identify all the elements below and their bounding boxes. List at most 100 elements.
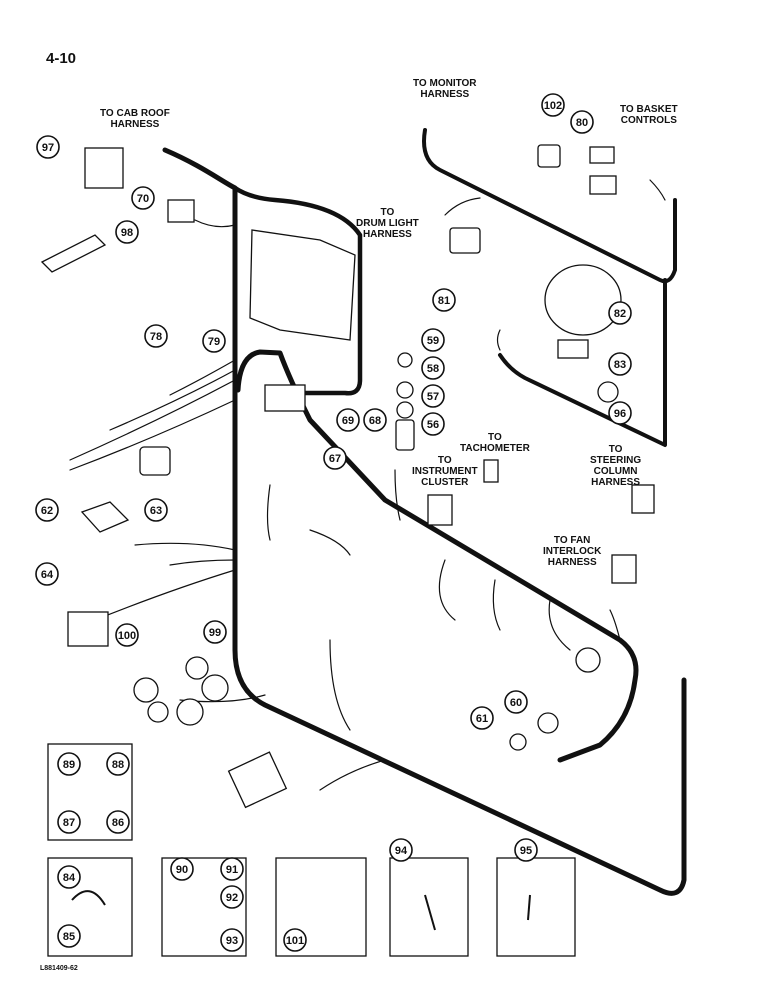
- monitor-harness-branch: [422, 128, 677, 284]
- callout-number: 82: [614, 308, 626, 320]
- callout-circle: [203, 620, 227, 644]
- connector-wire: [492, 579, 501, 631]
- callout-98: 98: [115, 220, 139, 244]
- tachometer-connector: [483, 459, 499, 483]
- resistor-module: [67, 611, 109, 647]
- callout-circle: [35, 498, 59, 522]
- relay-module-box: [249, 229, 356, 341]
- callout-circle: [608, 301, 632, 325]
- callout-93: 93: [220, 928, 244, 952]
- callout-circle: [144, 324, 168, 348]
- callout-circle: [389, 838, 413, 862]
- connector-wire: [134, 542, 236, 551]
- callout-circle: [35, 562, 59, 586]
- callout-number: 96: [614, 408, 626, 420]
- callout-61: 61: [470, 706, 494, 730]
- callout-number: 91: [226, 864, 238, 876]
- callout-57: 57: [421, 384, 445, 408]
- callout-circle: [57, 752, 81, 776]
- callout-62: 62: [35, 498, 59, 522]
- connector-wire: [329, 639, 351, 731]
- ring-100: [133, 677, 159, 703]
- label-tachometer: TO TACHOMETER: [460, 432, 530, 454]
- callout-number: 57: [427, 391, 439, 403]
- connector-socket: [176, 698, 204, 726]
- callout-circle: [608, 401, 632, 425]
- connector-wire: [266, 484, 271, 541]
- connector-wire: [394, 469, 401, 521]
- callout-circle: [36, 135, 60, 159]
- connector-wire: [69, 399, 236, 471]
- callout-number: 100: [118, 630, 136, 642]
- main-harness-trunk: [162, 147, 687, 896]
- callout-circle: [220, 885, 244, 909]
- part-95: [527, 894, 531, 921]
- label-instrument-cluster: TO INSTRUMENT CLUSTER: [412, 455, 478, 488]
- callout-96: 96: [608, 401, 632, 425]
- label-monitor-harness: TO MONITOR HARNESS: [413, 78, 477, 100]
- callout-circle: [202, 329, 226, 353]
- label-drum-light-harness: TO DRUM LIGHT HARNESS: [356, 207, 419, 240]
- callout-number: 90: [176, 864, 188, 876]
- connector-70: [167, 199, 195, 223]
- callout-number: 99: [209, 627, 221, 639]
- callout-number: 85: [63, 931, 75, 943]
- callout-89: 89: [57, 752, 81, 776]
- callout-number: 98: [121, 227, 133, 239]
- callout-91: 91: [220, 857, 244, 881]
- callout-92: 92: [220, 885, 244, 909]
- callout-number: 94: [395, 845, 408, 857]
- ring-99-bottom: [147, 701, 169, 723]
- callout-number: 86: [112, 817, 124, 829]
- callout-circle: [336, 408, 360, 432]
- callout-number: 93: [226, 935, 238, 947]
- callout-circle: [57, 924, 81, 948]
- bracket-83: [557, 339, 589, 359]
- callout-81: 81: [432, 288, 456, 312]
- callout-56: 56: [421, 412, 445, 436]
- callout-number: 79: [208, 336, 220, 348]
- callout-circle: [608, 352, 632, 376]
- callout-number: 87: [63, 817, 75, 829]
- upper-harness-branch: [232, 185, 363, 396]
- connector-wire: [94, 569, 236, 621]
- callout-number: 56: [427, 419, 439, 431]
- connector-wire: [169, 359, 236, 396]
- mount-bracket-73: [40, 234, 107, 273]
- callout-number: 59: [427, 335, 439, 347]
- callout-95: 95: [514, 838, 538, 862]
- callout-102: 102: [541, 93, 565, 117]
- callout-circle: [106, 752, 130, 776]
- connector-wire: [438, 559, 456, 621]
- inset-box-95: [496, 857, 576, 957]
- connector-wire: [309, 529, 351, 556]
- page-number: 4-10: [46, 50, 77, 67]
- callout-97: 97: [36, 135, 60, 159]
- inset-box-90-93: [161, 857, 247, 957]
- callout-number: 67: [329, 453, 341, 465]
- callout-circle: [144, 498, 168, 522]
- callout-circle: [421, 328, 445, 352]
- mid-harness-loop: [235, 349, 639, 763]
- grommet-96: [597, 381, 619, 403]
- connector-wire: [69, 379, 236, 461]
- callout-circle: [421, 356, 445, 380]
- label-cab-roof-harness: TO CAB ROOF HARNESS: [100, 108, 170, 130]
- knob-61: [509, 733, 527, 751]
- callout-circle: [570, 110, 594, 134]
- callout-101: 101: [283, 928, 307, 952]
- callout-circle: [106, 810, 130, 834]
- connector-wire: [548, 599, 571, 651]
- ignition-switch-60: [537, 712, 559, 734]
- connector-wire: [169, 559, 236, 566]
- callout-circle: [323, 446, 347, 470]
- inset-box-89-88-87-86: [47, 743, 133, 841]
- callout-number: 68: [369, 415, 381, 427]
- callout-64: 64: [35, 562, 59, 586]
- callout-number: 84: [63, 872, 76, 884]
- callout-79: 79: [202, 329, 226, 353]
- lamp-socket-59: [397, 352, 413, 368]
- callout-82: 82: [608, 301, 632, 325]
- label-fan-interlock-harness: TO FAN INTERLOCK HARNESS: [543, 535, 602, 568]
- connector-wire: [649, 179, 666, 201]
